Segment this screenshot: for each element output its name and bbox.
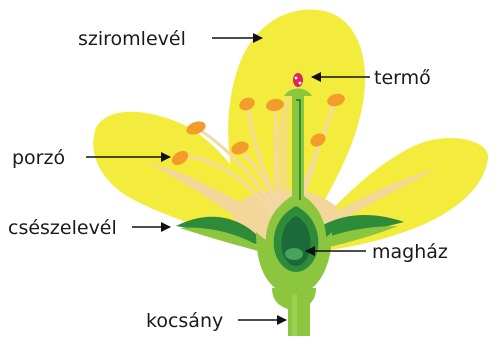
pollen-dot: [299, 82, 302, 85]
label-ovary: magház: [372, 241, 448, 263]
ovule: [285, 248, 303, 260]
pollen-dot: [295, 77, 298, 80]
label-stem: kocsány: [146, 310, 223, 332]
label-stamen: porzó: [12, 147, 65, 169]
label-pistil: termő: [374, 67, 431, 89]
label-petal: sziromlevél: [78, 28, 186, 50]
label-sepal: csészelevél: [8, 217, 117, 239]
stigma: [293, 73, 303, 87]
stem-highlight: [292, 294, 297, 336]
stem: [288, 292, 310, 336]
